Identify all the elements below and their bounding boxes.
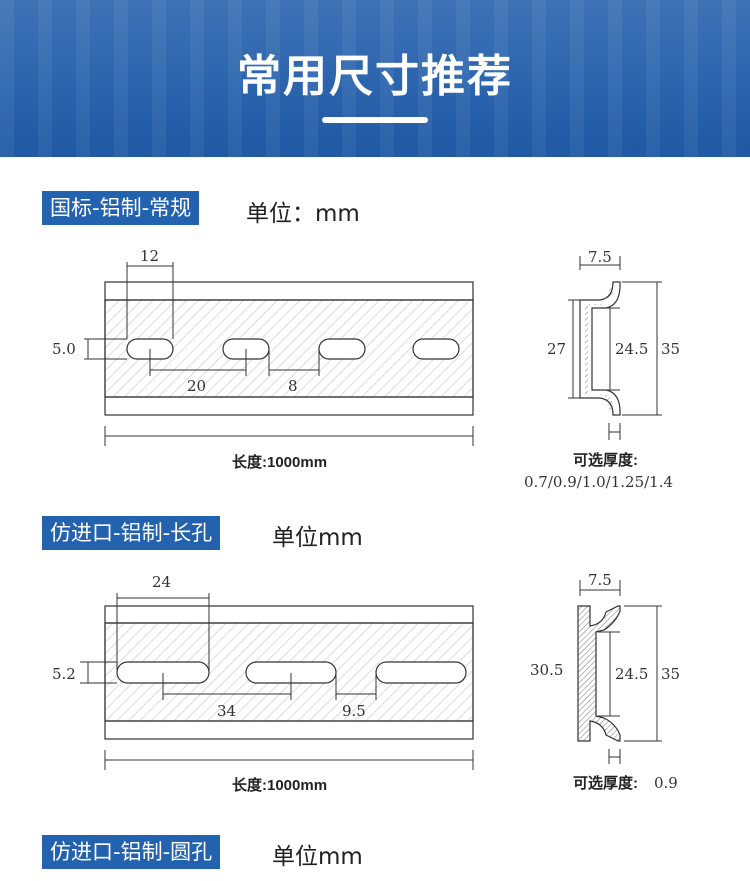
rail-2-length: 长度:1000mm: [232, 776, 327, 794]
page-title: 常用尺寸推荐: [237, 51, 513, 102]
dim-top-width: 7.5: [588, 248, 612, 266]
dim-inner-height: 27: [547, 340, 566, 358]
thickness-values: 0.7/0.9/1.0/1.25/1.4: [524, 473, 673, 491]
dim-hole-height: 5.2: [52, 665, 76, 683]
rail-1-front-view: [104, 281, 474, 416]
rail-2-cross-section: [577, 580, 662, 764]
dim-hole-height: 5.0: [52, 340, 76, 358]
rail-2-hole: [375, 661, 467, 684]
dim-mid-height: 24.5: [615, 340, 648, 358]
dim-hole-gap: 8: [288, 377, 298, 395]
dim-hole-pitch: 34: [217, 702, 236, 720]
rail-1-cross-section: [568, 256, 662, 440]
dim-total-height: 35: [661, 665, 680, 683]
rail-1-hole: [318, 338, 366, 360]
rail-2-front-view: [104, 605, 474, 740]
section-1-label: 国标-铝制-常规: [42, 191, 200, 225]
header-banner: 常用尺寸推荐: [0, 0, 750, 157]
dim-mid-height: 24.5: [615, 665, 648, 683]
section-2-unit: 单位mm: [272, 525, 363, 551]
thickness-label: 可选厚度:: [573, 451, 638, 469]
dim-hole-length: 24: [152, 573, 171, 591]
dim-inner-height: 30.5: [530, 661, 563, 679]
dim-top-width: 7.5: [588, 571, 612, 589]
section-3-label: 仿进口-铝制-圆孔: [42, 835, 221, 869]
banner-background: [0, 0, 750, 157]
dim-total-height: 35: [661, 340, 680, 358]
section-1-unit: 单位：mm: [246, 201, 360, 227]
thickness-label: 可选厚度:: [573, 774, 638, 792]
rail-1-length: 长度:1000mm: [232, 453, 327, 471]
rail-2-dimensions: [80, 593, 474, 770]
section-2-label: 仿进口-铝制-长孔: [42, 516, 221, 550]
dim-hole-pitch: 20: [187, 377, 206, 395]
rail-1-dimensions: [84, 262, 474, 446]
dim-hole-length: 12: [140, 247, 159, 265]
thickness-values: 0.9: [654, 774, 678, 792]
rail-1-hole: [412, 338, 460, 360]
dim-hole-gap: 9.5: [342, 702, 366, 720]
rail-2-profile-outer: [577, 605, 621, 742]
title-underline: [322, 117, 428, 123]
section-3-unit: 单位mm: [272, 844, 363, 870]
